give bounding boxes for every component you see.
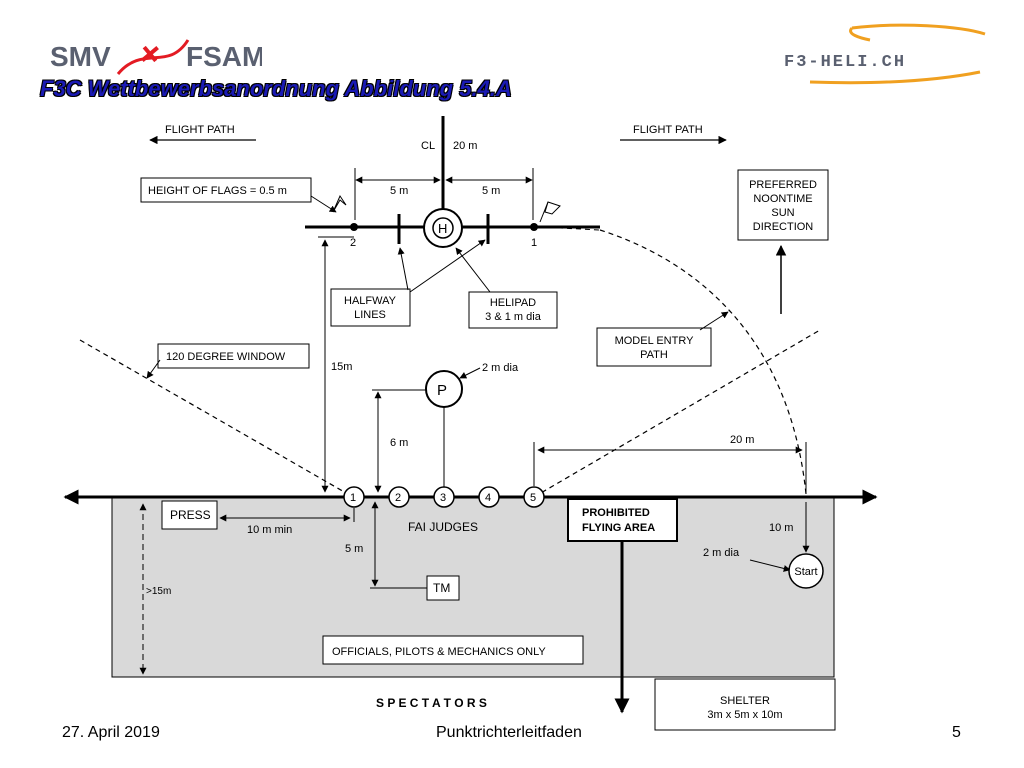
- window-label: 120 DEGREE WINDOW: [166, 351, 286, 363]
- cl-distance-label: 20 m: [453, 140, 477, 152]
- shelter-text-2: 3m x 5m x 10m: [707, 709, 782, 721]
- svg-text:3: 3: [440, 492, 446, 504]
- prohibited-text-2: FLYING AREA: [582, 522, 655, 534]
- f3-heli-logo: F3-HELI.CH: [784, 23, 986, 85]
- window-pointer: [146, 359, 161, 379]
- heli-swoosh-left: [849, 26, 871, 42]
- halfway-pointer-left: [397, 247, 409, 291]
- dim-5m-right-label: 5 m: [482, 185, 500, 197]
- tm-box: [426, 575, 460, 601]
- model-entry-dashed-start: [539, 226, 601, 231]
- dim-5m-left-label: 5 m: [390, 185, 408, 197]
- shelter-text-1: SHELTER: [720, 695, 770, 707]
- prohibited-box: [567, 498, 678, 542]
- judge-1: 1: [343, 486, 365, 508]
- svg-text:1: 1: [350, 492, 356, 504]
- cl-label: CL: [421, 140, 435, 152]
- sun-line-2: NOONTIME: [753, 193, 812, 205]
- smv-fsam-logo: SMV FSAM: [50, 39, 262, 75]
- sun-line-3: SUN: [771, 207, 794, 219]
- dim-20m-label: 20 m: [730, 434, 754, 446]
- sun-direction-box: [737, 169, 829, 241]
- logo-fsam-text: FSAM: [186, 41, 262, 72]
- flag-1-label: 1: [531, 237, 537, 249]
- officials-box: [322, 635, 584, 665]
- halfway-lines-box: [330, 288, 411, 327]
- flag-2-marker: [350, 223, 358, 231]
- halfway-pointer-right: [409, 239, 486, 293]
- start-dia-pointer: [749, 559, 791, 572]
- p-symbol: P: [437, 382, 447, 399]
- prohibited-text-1: PROHIBITED: [582, 507, 650, 519]
- dim-10m-min-label: 10 m min: [247, 524, 292, 536]
- judge-2: 2: [388, 486, 410, 508]
- dim-15m-label: 15m: [331, 361, 352, 373]
- judge-5: 5: [523, 486, 545, 508]
- flag-right-icon: [539, 201, 561, 223]
- flag-height-box: [140, 177, 312, 203]
- start-dia-label: 2 m dia: [703, 547, 740, 559]
- spectators-label: S P E C T A T O R S: [376, 696, 487, 710]
- sun-line-4: DIRECTION: [753, 221, 814, 233]
- flag-height-pointer: [310, 195, 337, 213]
- judge-3: 3: [433, 486, 455, 508]
- helipad-symbol: H: [438, 221, 447, 236]
- flight-path-left-label: FLIGHT PATH: [165, 124, 235, 136]
- judge-4: 4: [478, 486, 500, 508]
- p-dia-pointer: [459, 367, 481, 379]
- sun-line-1: PREFERRED: [749, 179, 817, 191]
- helipad-inner-circle: [432, 217, 454, 239]
- heli-swoosh-top: [851, 23, 986, 36]
- model-entry-dashed-path: [599, 229, 807, 495]
- logo-heli-text: F3-HELI.CH: [784, 53, 906, 72]
- tm-label: TM: [433, 581, 450, 595]
- model-entry-text-2: PATH: [640, 349, 668, 361]
- flag-1-marker: [530, 223, 538, 231]
- svg-text:5: 5: [530, 492, 536, 504]
- logo-smv-text: SMV: [50, 41, 111, 72]
- svg-text:4: 4: [485, 492, 491, 504]
- window-line-right: [533, 329, 821, 498]
- officials-label: OFFICIALS, PILOTS & MECHANICS ONLY: [332, 646, 546, 658]
- p-dia-label: 2 m dia: [482, 362, 519, 374]
- helipad-pointer: [455, 247, 491, 293]
- start-label: Start: [794, 566, 817, 578]
- svg-text:2: 2: [395, 492, 401, 504]
- dim-5m-tm-label: 5 m: [345, 543, 363, 555]
- footer-title: Punktrichterleitfaden: [436, 724, 582, 741]
- shelter-box: [654, 678, 836, 731]
- dim-6m-label: 6 m: [390, 437, 408, 449]
- window-line-left: [79, 339, 354, 498]
- footer-page-number: 5: [952, 724, 961, 741]
- dim-gt15m-label: >15m: [146, 586, 171, 597]
- model-entry-box: [596, 327, 712, 367]
- halfway-lines-text-2: LINES: [354, 309, 386, 321]
- flag-height-label: HEIGHT OF FLAGS = 0.5 m: [148, 185, 287, 197]
- dim-10m-label: 10 m: [769, 522, 793, 534]
- window-box: [157, 343, 310, 369]
- press-box: [161, 500, 218, 530]
- footer-date: 27. April 2019: [62, 724, 160, 741]
- helipad-text-2: 3 & 1 m dia: [485, 311, 542, 323]
- fai-judges-label: FAI JUDGES: [408, 520, 478, 534]
- flag-left-icon: [332, 194, 347, 213]
- model-entry-text-1: MODEL ENTRY: [615, 335, 695, 347]
- airplane-icon: [141, 45, 159, 63]
- helipad-text-1: HELIPAD: [490, 297, 536, 309]
- flight-path-right-label: FLIGHT PATH: [633, 124, 703, 136]
- press-label: PRESS: [170, 508, 211, 522]
- helipad-box: [468, 291, 558, 329]
- flag-2-label: 2: [350, 237, 356, 249]
- model-entry-pointer: [699, 311, 729, 331]
- start-circle: [788, 553, 824, 589]
- halfway-lines-text-1: HALFWAY: [344, 295, 397, 307]
- slide-title: F3C Wettbewerbsanordnung Abbildung 5.4.A: [40, 76, 512, 101]
- heli-swoosh-bottom: [809, 70, 981, 85]
